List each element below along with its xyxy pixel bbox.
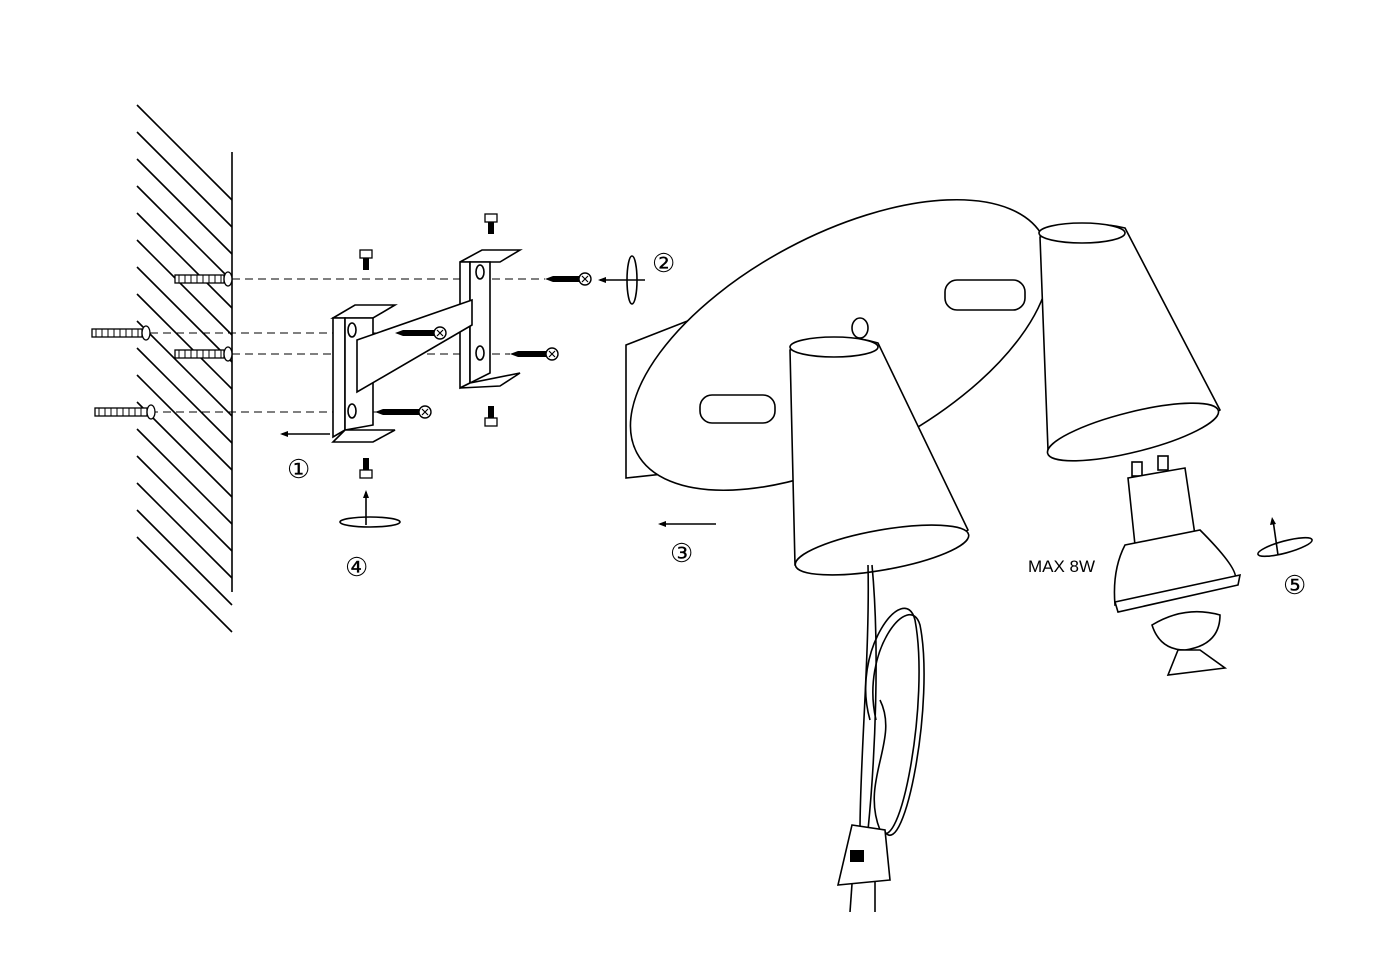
wall-hatch-line (136, 158, 233, 255)
gu10-bulb (1113, 455, 1242, 676)
machine-screw (484, 213, 498, 234)
wall-hatch-line (136, 293, 233, 390)
wall-hatch-line (136, 455, 233, 552)
wood-screw (545, 272, 592, 286)
wall-hatch-line (136, 320, 233, 417)
wall (136, 104, 233, 633)
step-2-label: ② (652, 249, 675, 279)
step-4-label: ④ (345, 553, 368, 583)
wall-hatch-line (136, 239, 233, 336)
direction-arrows (280, 255, 1313, 558)
wall-hatch-line (136, 428, 233, 525)
max-wattage-label: MAX 8W (1028, 557, 1095, 576)
wall-hatch-line (136, 482, 233, 579)
wood-screw (395, 326, 447, 340)
wall-plugs (91, 271, 233, 420)
wall-hatch-line (136, 536, 233, 633)
screws (359, 213, 592, 479)
machine-screw (359, 458, 373, 479)
step-5-label: ⑤ (1283, 571, 1306, 601)
mounting-bracket (330, 249, 523, 443)
power-plug (836, 824, 891, 913)
wall-plug (174, 346, 233, 362)
lamp-shade-right (1038, 222, 1222, 462)
machine-screw (484, 406, 498, 427)
wall-plug (91, 325, 151, 341)
wall-hatch-line (136, 347, 233, 444)
wall-hatch-line (136, 104, 233, 201)
step-3-label: ③ (670, 539, 693, 569)
wall-hatch-line (136, 266, 233, 363)
wood-screw (375, 405, 432, 419)
wall-hatch-line (136, 509, 233, 606)
wall-plug (94, 404, 156, 420)
wall-hatch-line (136, 131, 233, 228)
wall-hatch-line (136, 374, 233, 471)
lamp-shade-left (789, 336, 970, 576)
power-cord (859, 564, 925, 836)
wall-hatch-line (136, 185, 233, 282)
wall-plug (174, 271, 233, 287)
wall-hatch-line (136, 212, 233, 309)
wood-screw (510, 347, 559, 361)
step-1-label: ① (287, 455, 310, 485)
machine-screw (359, 249, 373, 270)
